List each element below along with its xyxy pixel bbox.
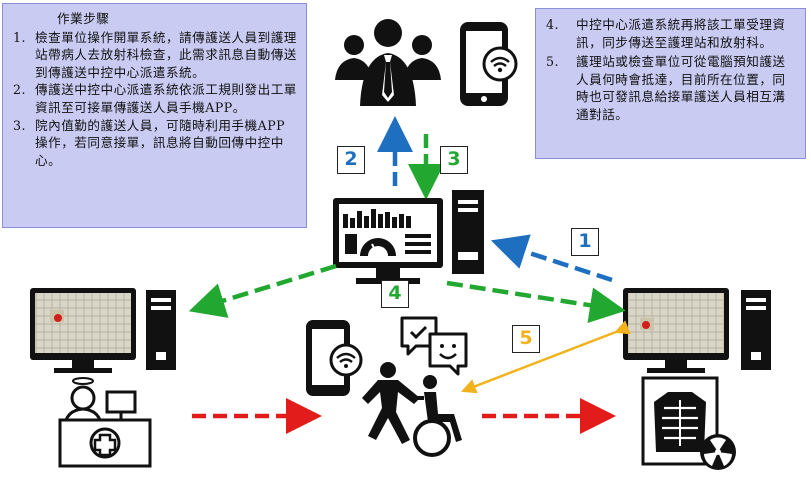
xray-radiation-icon: [641, 376, 736, 470]
steps-panel-left: 作業步驟 1.檢查單位操作開單系統，請傳護送人員到護理站帶病人去放射科檢查，此需…: [2, 3, 307, 228]
steps-title: 作業步驟: [57, 11, 110, 26]
step-text: 中控中心派遣系統再將該工單受理資訊，同步傳送至護理站和放射科。: [576, 17, 786, 50]
phone-wifi-icon: [460, 22, 518, 106]
steps-panel-right: 4.中控中心派遣系統再將該工單受理資訊，同步傳送至護理站和放射科。 5.護理站或…: [535, 8, 806, 159]
step-text: 傳護送中控中心派遣系統依派工規則發出工單資訊至可接單傳護送人員手機APP。: [35, 82, 297, 115]
arrow-step-5: [461, 320, 631, 394]
step-text: 護理站或檢查單位可從電腦預知護送人員何時會抵達，目前所在位置，同時也可發訊息給接…: [576, 54, 786, 122]
chat-bubbles-icon: [400, 316, 468, 376]
staff-group-icon: [335, 19, 441, 106]
step-text: 檢查單位操作開單系統，請傳護送人員到護理站帶病人去放射科檢查，此需求訊息自動傳送…: [35, 29, 297, 80]
arrow-step-4-right: [446, 280, 626, 324]
nurse-station-computer-icon: [30, 288, 176, 373]
step-text: 院內值勤的護送人員，可隨時利用手機APP操作，若同意接單，訊息將自動回傳中控中心…: [35, 117, 286, 168]
badge-step-5: 5: [512, 325, 540, 353]
radiology-computer-icon: [623, 288, 771, 373]
step-item: 2.傳護送中控中心派遣系統依派工規則發出工單資訊至可接單傳護送人員手機APP。: [13, 82, 297, 115]
nurse-station-icon: [58, 377, 152, 468]
step-item: 4.中控中心派遣系統再將該工單受理資訊，同步傳送至護理站和放射科。: [546, 17, 786, 50]
step-item: 5.護理站或檢查單位可從電腦預知護送人員何時會抵達，目前所在位置，同時也可發訊息…: [546, 54, 786, 122]
badge-step-4: 4: [381, 280, 409, 308]
step-item: 3.院內值勤的護送人員，可隨時利用手機APP操作，若同意接單，訊息將自動回傳中控…: [13, 117, 286, 168]
badge-step-1: 1: [571, 228, 599, 256]
step-item: 1.檢查單位操作開單系統，請傳護送人員到護理站帶病人去放射科檢查，此需求訊息自動…: [13, 29, 297, 80]
arrow-step-1: [490, 234, 613, 283]
control-center-computer-icon: [333, 190, 484, 284]
transport-staff-wheelchair-icon: [306, 320, 462, 457]
badge-step-3: 3: [440, 146, 468, 174]
badge-step-2: 2: [337, 146, 365, 174]
arrow-step-4-left: [188, 263, 337, 318]
